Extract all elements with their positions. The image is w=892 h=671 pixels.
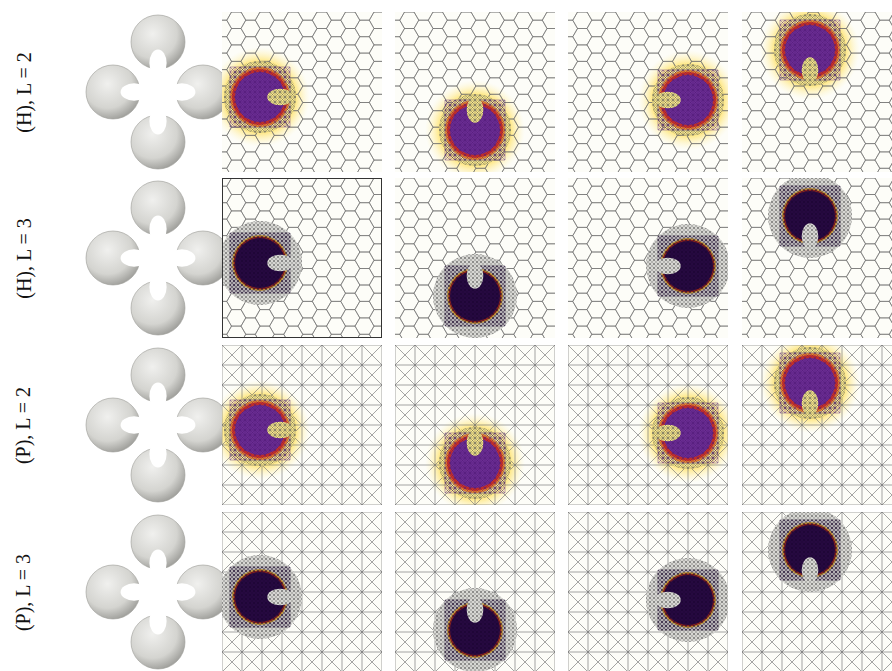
refined-mesh [425,413,525,505]
coarse-mesh [742,178,892,338]
mesh-panel [568,512,728,671]
row-label: (P), L = 3 [13,553,36,630]
refined-mesh [760,512,860,600]
phase-blob [445,266,505,326]
mesh-panel [395,12,555,172]
phase-blob [780,520,840,580]
phase-blob [658,236,718,296]
coarse-mesh [395,512,555,671]
mesh-panel [222,345,382,505]
interface-halo [638,383,728,483]
interface-halo [638,50,728,150]
coarse-mesh [742,345,892,505]
coarse-mesh [742,12,892,172]
phase-blob [230,567,290,627]
shape-renderings [86,515,230,669]
phase-blob [780,353,840,413]
refined-mesh [222,380,310,480]
phase-blob [445,433,505,493]
rendered-shape [131,15,185,69]
mesh-panel [395,345,555,505]
mesh-panel [222,12,382,172]
rendered-shape [131,515,185,569]
phase-blob [780,186,840,246]
refined-mesh [638,550,728,650]
coarse-mesh [395,178,555,338]
coarse-mesh [222,178,382,338]
rendered-shape [176,65,230,119]
rendered-shape [131,448,185,502]
row-label: (H), L = 2 [13,52,36,133]
interface-halo [222,47,310,147]
row-label: (H), L = 3 [13,218,36,299]
refined-mesh [222,47,310,147]
coarse-mesh [568,178,728,338]
refined-mesh [760,12,860,100]
mesh-panel [568,12,728,172]
rendered-shape [131,181,185,235]
mesh-panel [222,178,382,338]
shape-renderings [86,348,230,502]
refined-mesh [222,547,310,647]
rendered-shape [86,398,140,452]
refined-mesh [638,216,728,316]
mesh-panel [222,512,382,671]
rendered-shape [131,115,185,169]
mesh-panel [395,512,555,671]
coarse-mesh [222,345,382,505]
mesh-panel [742,512,892,671]
mesh-panel [568,178,728,338]
rendered-shape [86,65,140,119]
refined-mesh [760,345,860,433]
rendered-shape [131,615,185,669]
coarse-mesh [222,512,382,671]
shape-renderings [86,15,230,169]
refined-mesh [425,580,525,671]
interface-halo [760,12,860,100]
mesh-panel [742,345,892,505]
phase-blob [658,570,718,630]
mesh-panel [395,178,555,338]
mesh-panel [568,345,728,505]
refined-mesh [425,80,525,172]
rendered-shape [176,398,230,452]
phase-blob [230,400,290,460]
phase-blob [230,233,290,293]
mesh-panel [742,178,892,338]
rendered-shape [176,565,230,619]
coarse-mesh [568,345,728,505]
coarse-mesh [742,512,892,671]
rendered-shape [176,231,230,285]
refined-mesh [638,383,728,483]
phase-blob [658,70,718,130]
rendered-shape [131,348,185,402]
mesh-panel [742,12,892,172]
coarse-mesh [395,12,555,172]
phase-blob [445,100,505,160]
refined-mesh [760,178,860,266]
refined-mesh [638,50,728,150]
coarse-mesh [222,12,382,172]
shape-renderings [86,181,230,335]
refined-mesh [222,213,310,313]
refined-mesh [425,246,525,338]
phase-blob [230,67,290,127]
phase-blob [445,600,505,660]
rendered-shape [131,281,185,335]
rendered-shape [86,231,140,285]
rendered-shape [86,565,140,619]
interface-halo [425,80,525,172]
row-label: (P), L = 2 [13,386,36,463]
coarse-mesh [395,345,555,505]
phase-blob [658,403,718,463]
coarse-mesh [568,12,728,172]
coarse-mesh [568,512,728,671]
phase-blob [780,20,840,80]
